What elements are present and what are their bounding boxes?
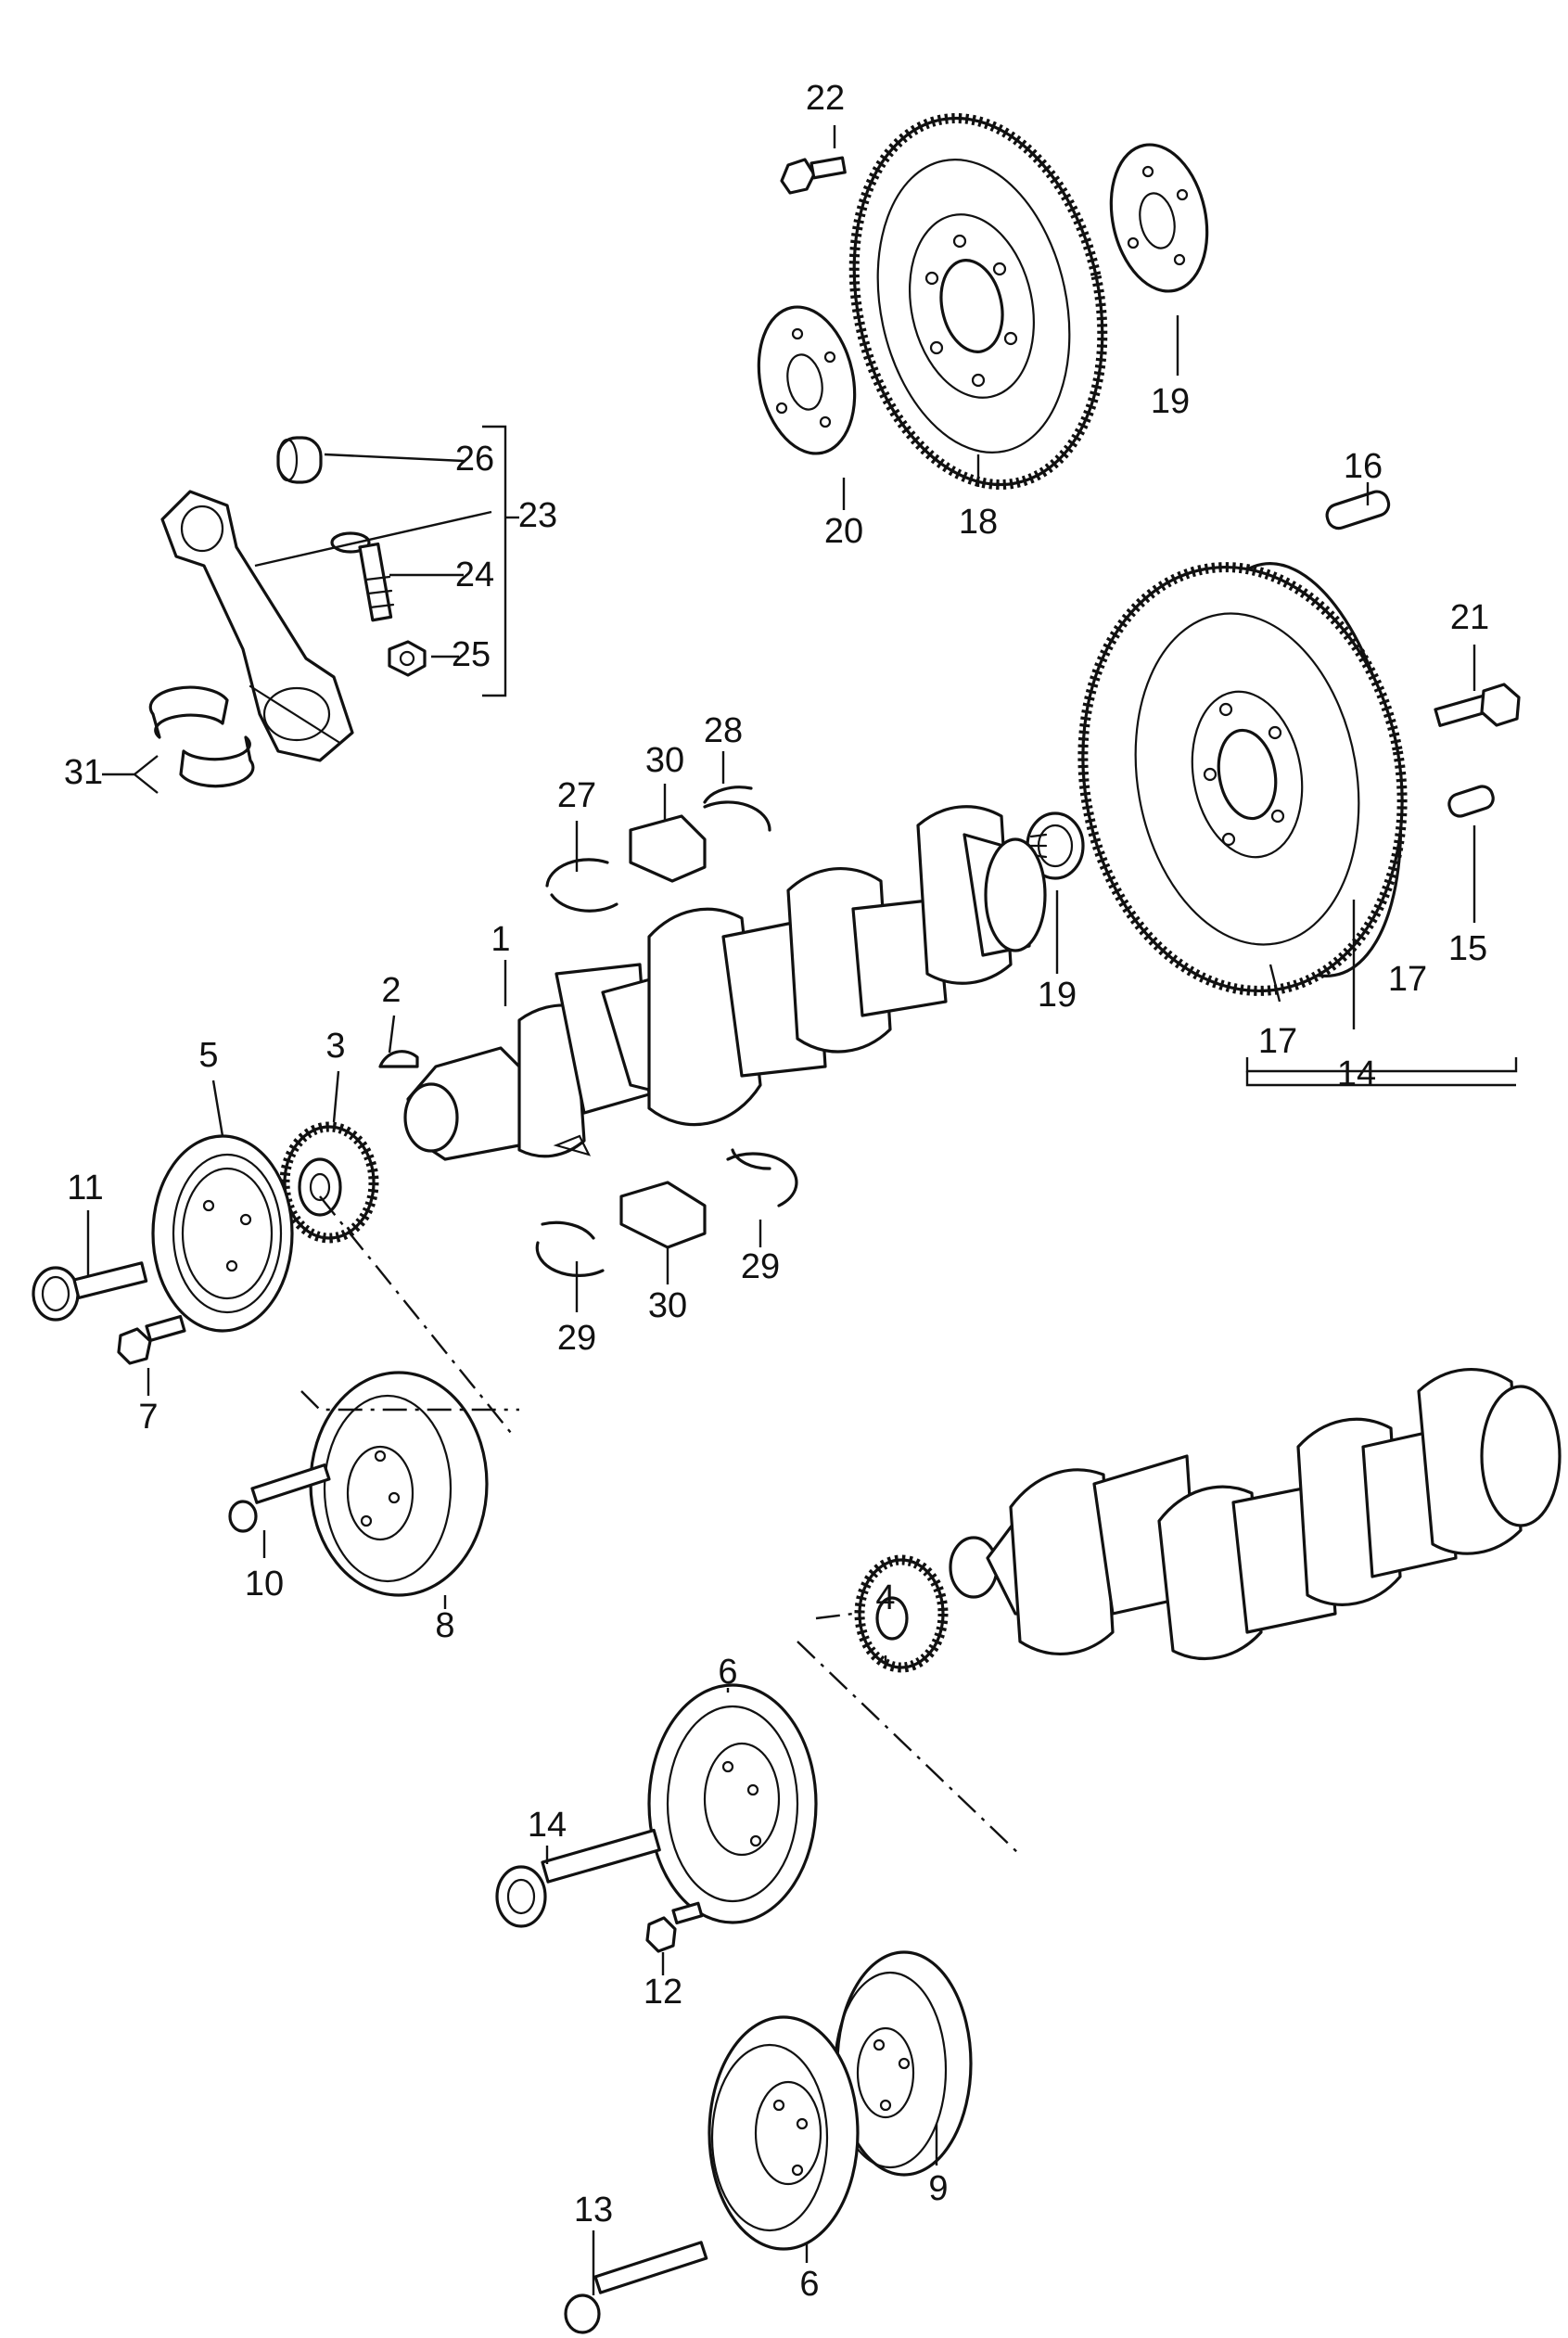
connecting-rod [160, 490, 354, 762]
callout-1: 1 [491, 920, 510, 959]
small-end-bush [276, 436, 323, 484]
bolt-13 [564, 2241, 708, 2334]
callout-4: 4 [875, 1578, 895, 1617]
callout-17b: 17 [1388, 960, 1427, 999]
leader-lines [86, 125, 1518, 2295]
callout-labels: 22 19 20 18 16 21 15 17 17 14 19 26 23 2… [64, 79, 1489, 2304]
callout-7: 7 [138, 1398, 158, 1437]
callout-25: 23 [518, 496, 557, 535]
callout-16: 15 [1448, 929, 1487, 968]
callout-29d: 29 [741, 1247, 780, 1286]
bolt-7 [117, 1314, 186, 1365]
pulley-9 [833, 1950, 973, 2177]
big-end-bearing-shells [148, 685, 255, 788]
shim-plate-rear [1109, 143, 1209, 293]
shim-plate-front [757, 305, 857, 455]
flywheel-bolt-24 [780, 156, 847, 195]
callout-13: 13 [574, 2191, 613, 2229]
flywheel-bolt-23 [1434, 683, 1521, 727]
callout-8: 8 [435, 1606, 454, 1645]
pulley-6-lower [708, 2015, 860, 2251]
callout-2: 2 [381, 971, 401, 1010]
pulley-6-upper [647, 1683, 818, 1924]
thrust-washers-and-main-bearings [535, 786, 798, 1277]
bolt-10 [228, 1463, 331, 1533]
callout-24: 22 [806, 79, 845, 118]
crank-sprocket-3 [279, 1121, 379, 1244]
centerline-lower [797, 1641, 1021, 1856]
callout-6a: 6 [718, 1653, 737, 1692]
callout-30a: 30 [645, 741, 684, 780]
callout-12: 12 [644, 1973, 682, 2012]
callout-30b: 30 [648, 1286, 687, 1325]
crankshaft-lower [949, 1368, 1562, 1661]
callout-6b: 6 [799, 2265, 819, 2304]
crank-bolt-14 [495, 1828, 661, 1928]
centerline-upper [319, 1195, 516, 1438]
callout-27: 25 [452, 635, 491, 674]
callout-28: 26 [455, 440, 494, 479]
callout-14: 14 [528, 1806, 567, 1845]
callout-9: 9 [928, 2169, 948, 2208]
callout-19: 19 [1038, 976, 1077, 1015]
callout-17a: 16 [1344, 447, 1383, 486]
drive-plate-flywheel [848, 113, 1108, 490]
callout-29a: 27 [557, 776, 596, 815]
callout-31: 31 [64, 753, 103, 792]
callout-26: 24 [455, 556, 494, 594]
callout-20: 18 [959, 503, 998, 542]
crank-bolt-11 [32, 1261, 148, 1322]
callout-23: 21 [1450, 598, 1489, 637]
callout-21: 19 [1151, 382, 1190, 421]
vibration-damper-5 [151, 1134, 294, 1333]
conrod-nut [388, 640, 427, 677]
callout-29b: 28 [704, 711, 743, 750]
callout-15: 14 [1337, 1054, 1376, 1093]
callout-22: 20 [824, 512, 863, 551]
dowel-pin-17 [1325, 490, 1391, 530]
dual-mass-flywheel [1077, 562, 1408, 996]
crankshaft-upper [403, 805, 1047, 1161]
bolt-12 [645, 1901, 704, 1953]
conrod-bolt [330, 531, 395, 622]
crank-sprocket-4 [854, 1554, 949, 1673]
callout-3: 3 [325, 1027, 345, 1066]
callout-18: 17 [1258, 1022, 1297, 1061]
callout-29c: 29 [557, 1319, 596, 1358]
callout-11: 11 [67, 1169, 103, 1207]
woodruff-key [378, 1050, 419, 1068]
callout-10: 10 [245, 1565, 284, 1603]
pulley-8 [309, 1371, 489, 1597]
callout-5: 5 [198, 1036, 218, 1075]
dowel-pin-16 [1447, 785, 1495, 818]
